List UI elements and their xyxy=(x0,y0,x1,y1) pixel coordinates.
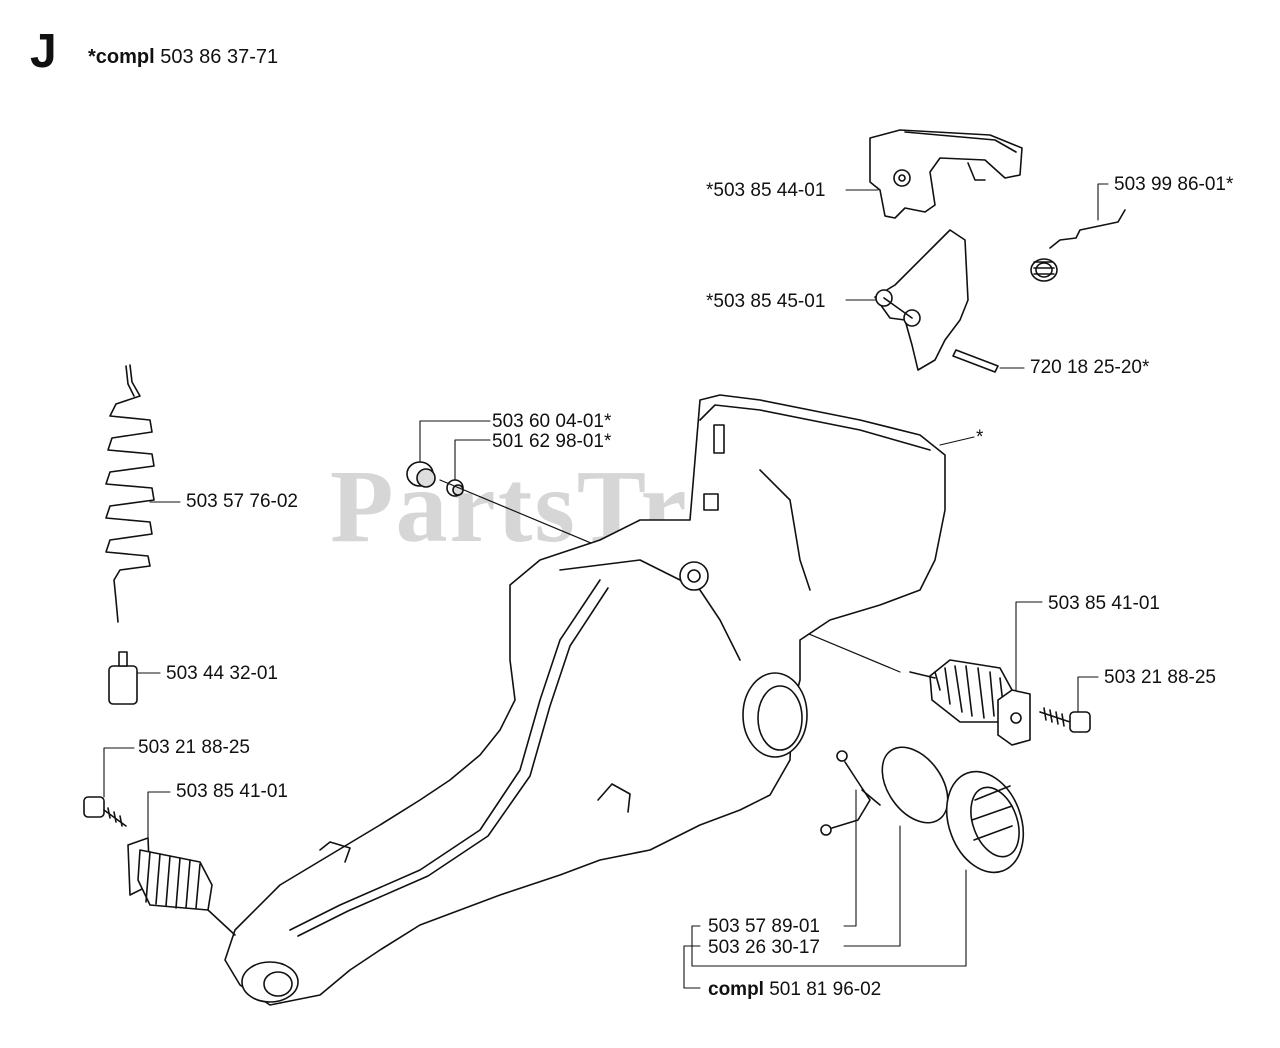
label-oring[interactable]: 503 26 30-17 xyxy=(708,937,820,958)
throttle-trigger-part[interactable] xyxy=(874,229,969,371)
label-pin[interactable]: 720 18 25-20* xyxy=(1030,357,1150,378)
label-fuel-cap-compl[interactable]: compl 501 81 96-02 xyxy=(708,980,881,999)
fuel-hose-part[interactable] xyxy=(105,364,155,623)
av-spring-left-part[interactable] xyxy=(127,837,236,936)
compl-prefix: *compl xyxy=(88,46,155,68)
label-plug-large[interactable]: 503 60 04-01* xyxy=(492,411,612,432)
label-handle-asterisk[interactable]: * xyxy=(976,427,984,448)
assembly-compl-label: *compl 503 86 37-71 xyxy=(88,46,278,69)
plug-large-part[interactable] xyxy=(406,461,436,488)
label-av-spring-right[interactable]: 503 85 41-01 xyxy=(1048,593,1160,614)
fuel-cap-part[interactable] xyxy=(933,761,1036,883)
leader-lines xyxy=(103,183,1109,989)
oring-part[interactable] xyxy=(869,735,961,835)
label-spring-wire[interactable]: 503 99 86-01* xyxy=(1114,174,1234,195)
label-screw-right[interactable]: 503 21 88-25 xyxy=(1104,667,1216,688)
label-plug-small[interactable]: 501 62 98-01* xyxy=(492,431,612,452)
retainer-part[interactable] xyxy=(820,750,881,836)
label-av-spring-left[interactable]: 503 85 41-01 xyxy=(176,781,288,802)
label-retainer[interactable]: 503 57 89-01 xyxy=(708,916,820,937)
tank-housing-part[interactable] xyxy=(224,394,946,1006)
compl-part-number: 503 86 37-71 xyxy=(160,46,279,68)
label-throttle-trigger[interactable]: *503 85 45-01 xyxy=(706,291,826,312)
handle-upper-part[interactable] xyxy=(869,129,1023,219)
label-fuel-hose[interactable]: 503 57 76-02 xyxy=(186,491,298,512)
pin-part[interactable] xyxy=(952,349,999,373)
fuel-filter-part[interactable] xyxy=(108,651,138,705)
fuel-cap-compl-prefix: compl xyxy=(708,979,764,1000)
section-letter: J xyxy=(30,25,57,78)
label-fuel-filter[interactable]: 503 44 32-01 xyxy=(166,663,278,684)
label-handle-upper[interactable]: *503 85 44-01 xyxy=(706,180,826,201)
fuel-cap-compl-number: 501 81 96-02 xyxy=(769,979,882,1000)
av-spring-right-part[interactable] xyxy=(909,659,1031,746)
screw-left-part[interactable] xyxy=(83,796,127,827)
screw-right-part[interactable] xyxy=(1039,707,1091,733)
label-screw-left[interactable]: 503 21 88-25 xyxy=(138,737,250,758)
spring-wire-part[interactable] xyxy=(1030,209,1126,282)
